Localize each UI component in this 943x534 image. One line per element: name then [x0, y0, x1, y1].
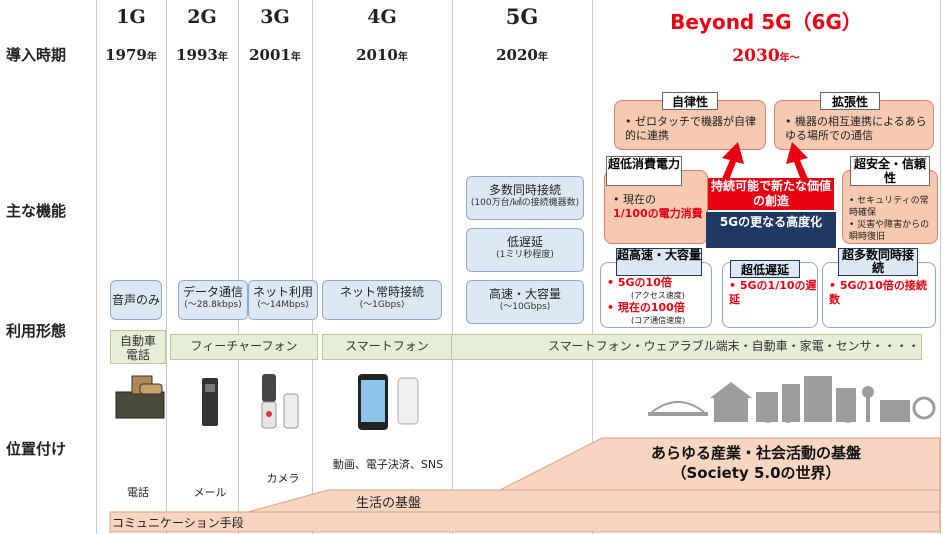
extension-item: • 機器の相互連携によるあらゆる場所での通信 [785, 115, 927, 142]
row-label-usage: 利用形態 [6, 322, 67, 340]
low-latency-item: • 5Gの1/10の遅延 [729, 279, 817, 306]
gen-beyond-5g: Beyond 5G（6G） [670, 10, 862, 34]
function-massive-connect: 多数同時接続(100万台/㎢の接続機器数) [466, 176, 584, 220]
autonomy-box: • ゼロタッチで機器が自律的に連携 [614, 100, 766, 150]
function-voice: 音声のみ [110, 280, 162, 320]
high-speed-items: • 5Gの10倍(アクセス速度) • 現在の100倍(コア通信速度) [607, 276, 686, 326]
smart-city-illustration [648, 376, 936, 423]
gen-4g: 4G [367, 6, 397, 28]
caption-telephone: 電話 [127, 486, 149, 499]
position-society-2: （Society 5.0の世界） [671, 464, 841, 482]
caption-mail: メール [193, 486, 227, 499]
year-1g: 1979年 [105, 46, 157, 64]
high-speed-title: 超高速・大容量 [616, 248, 702, 276]
arrow-up-right [786, 142, 812, 188]
mobile-phone-illustration [202, 378, 218, 426]
gen-1g: 1G [116, 6, 146, 28]
gen-3g: 3G [260, 6, 290, 28]
function-always-on: ネット常時接続(〜1Gbps) [322, 280, 442, 320]
row-label-position: 位置付け [6, 440, 67, 458]
life-step [247, 489, 941, 513]
usage-smartphone: スマートフォン [322, 334, 452, 360]
column-divider [96, 0, 97, 534]
column-divider [452, 0, 453, 534]
autonomy-item: • ゼロタッチで機器が自律的に連携 [625, 115, 756, 142]
advanced-5g-banner: 5Gの更なる高度化 [706, 212, 836, 248]
massive-connect-item: • 5Gの10倍の接続数 [829, 279, 927, 306]
column-divider [592, 0, 593, 534]
row-label-period: 導入時期 [6, 46, 67, 64]
extension-box: • 機器の相互連携によるあらゆる場所での通信 [774, 100, 934, 150]
row-label-function: 主な機能 [6, 202, 67, 220]
column-divider [940, 0, 941, 534]
growth-arrows [718, 142, 812, 188]
smartphone-illustration [358, 374, 419, 430]
year-4g: 2010年 [356, 46, 408, 64]
usage-car-phone: 自動車 電話 [110, 330, 166, 364]
car-phone-illustration [115, 375, 165, 419]
year-beyond-5g: 2030年〜 [732, 46, 800, 66]
low-power-title: 超低消費電力 [606, 156, 682, 186]
gen-5g: 5G [505, 4, 539, 29]
caption-camera: カメラ [266, 472, 300, 485]
low-latency-title: 超低遅延 [730, 260, 800, 278]
usage-feature-phone: フィーチャーフォン [170, 334, 318, 360]
safety-title: 超安全・信頼性 [850, 156, 930, 186]
arrow-up-left [718, 142, 744, 188]
column-divider [312, 0, 313, 534]
function-high-speed: 高速・大容量(〜10Gbps) [466, 280, 584, 324]
year-3g: 2001年 [249, 46, 301, 64]
usage-beyond: スマートフォン・ウェアラブル端末・自動車・家電・センサ・・・・ [452, 334, 922, 360]
year-5g: 2020年 [496, 46, 548, 64]
safety-items: • セキュリティの常時確保• 災害や障害からの瞬時復旧 [849, 196, 930, 242]
position-society-1: あらゆる産業・社会活動の基盤 [650, 444, 861, 462]
position-communication: コミュニケーション手段 [112, 516, 244, 530]
autonomy-title: 自律性 [662, 92, 718, 110]
extension-title: 拡張性 [820, 92, 880, 110]
year-2g: 1993年 [176, 46, 228, 64]
function-low-latency: 低遅延(1ミリ秒程度) [466, 228, 584, 272]
value-creation-banner: 持続可能で新たな価値の創造 [708, 178, 834, 210]
function-data-comm: データ通信(〜28.8kbps) [178, 280, 248, 320]
position-life: 生活の基盤 [356, 496, 422, 511]
column-divider [238, 0, 239, 534]
gen-2g: 2G [187, 6, 217, 28]
camera-phone-illustration [261, 374, 299, 429]
column-divider [166, 0, 167, 534]
massive-connect-title: 超多数同時接続 [838, 248, 918, 276]
caption-video-payment-sns: 動画、電子決済、SNS [332, 458, 444, 471]
communication-step [109, 511, 941, 533]
function-net-use: ネット利用(〜14Mbps) [248, 280, 318, 320]
